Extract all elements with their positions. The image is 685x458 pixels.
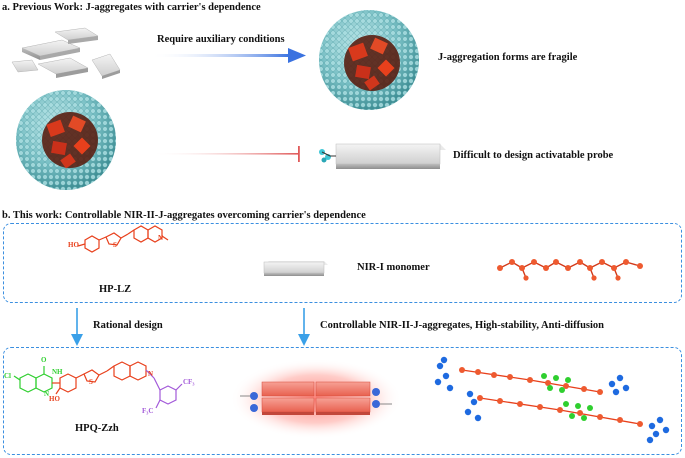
n-atom-label: N [44, 390, 50, 398]
nh-atom-label: NH [52, 368, 63, 376]
s-atom-label: S [113, 241, 117, 249]
carrier-sphere-left-icon [16, 90, 116, 190]
carrier-sphere-icon [319, 10, 419, 110]
aggregation-arrow-icon [298, 308, 310, 346]
f3c-atom-label: F₃C [142, 407, 154, 415]
aggregate-panel [3, 347, 682, 455]
hp-lz-name: HP-LZ [99, 284, 132, 295]
scattered-plates-icon [11, 27, 121, 79]
difficult-note: Difficult to design activatable probe [453, 150, 614, 161]
cf3-atom-label: CF₃ [183, 378, 195, 386]
hpq-zzh-structure-icon [13, 361, 183, 409]
section-a-heading: a. Previous Work: J-aggregates with carr… [2, 2, 261, 13]
j-aggregate-glow-icon [230, 359, 402, 439]
rational-design-arrow-icon [71, 308, 83, 346]
product-s-atom-label: S [89, 378, 93, 386]
section-b-heading: b. This work: Controllable NIR-II-J-aggr… [2, 210, 366, 221]
hp-lz-structure-icon [77, 225, 169, 253]
product-ho-atom-label: HO [49, 395, 60, 403]
nir-i-monomer-plate-icon [263, 261, 328, 276]
require-conditions-label: Require auxiliary conditions [157, 34, 285, 45]
nir-i-monomer-label: NIR-I monomer [357, 262, 430, 273]
product-n-plus-atom-label: N [148, 370, 154, 378]
single-plate-icon [319, 143, 446, 169]
monomer-panel [3, 223, 682, 303]
ho-atom-label: HO [68, 241, 79, 249]
stacked-aggregate-icon [434, 356, 670, 444]
cl-atom-label: Cl [4, 372, 11, 380]
monomer-atoms-icon [497, 259, 643, 281]
hpq-zzh-name: HPQ-Zzh [75, 423, 119, 434]
inhibition-line-icon [150, 146, 300, 162]
rational-design-label: Rational design [93, 320, 163, 331]
n-plus-atom-label: N [158, 234, 164, 242]
require-conditions-arrow-icon [150, 48, 306, 63]
aggregation-result-label: Controllable NIR-II-J-aggregates, High-s… [320, 320, 605, 331]
o-atom-label: O [41, 356, 47, 364]
fragile-note: J-aggregation forms are fragile [438, 52, 578, 63]
